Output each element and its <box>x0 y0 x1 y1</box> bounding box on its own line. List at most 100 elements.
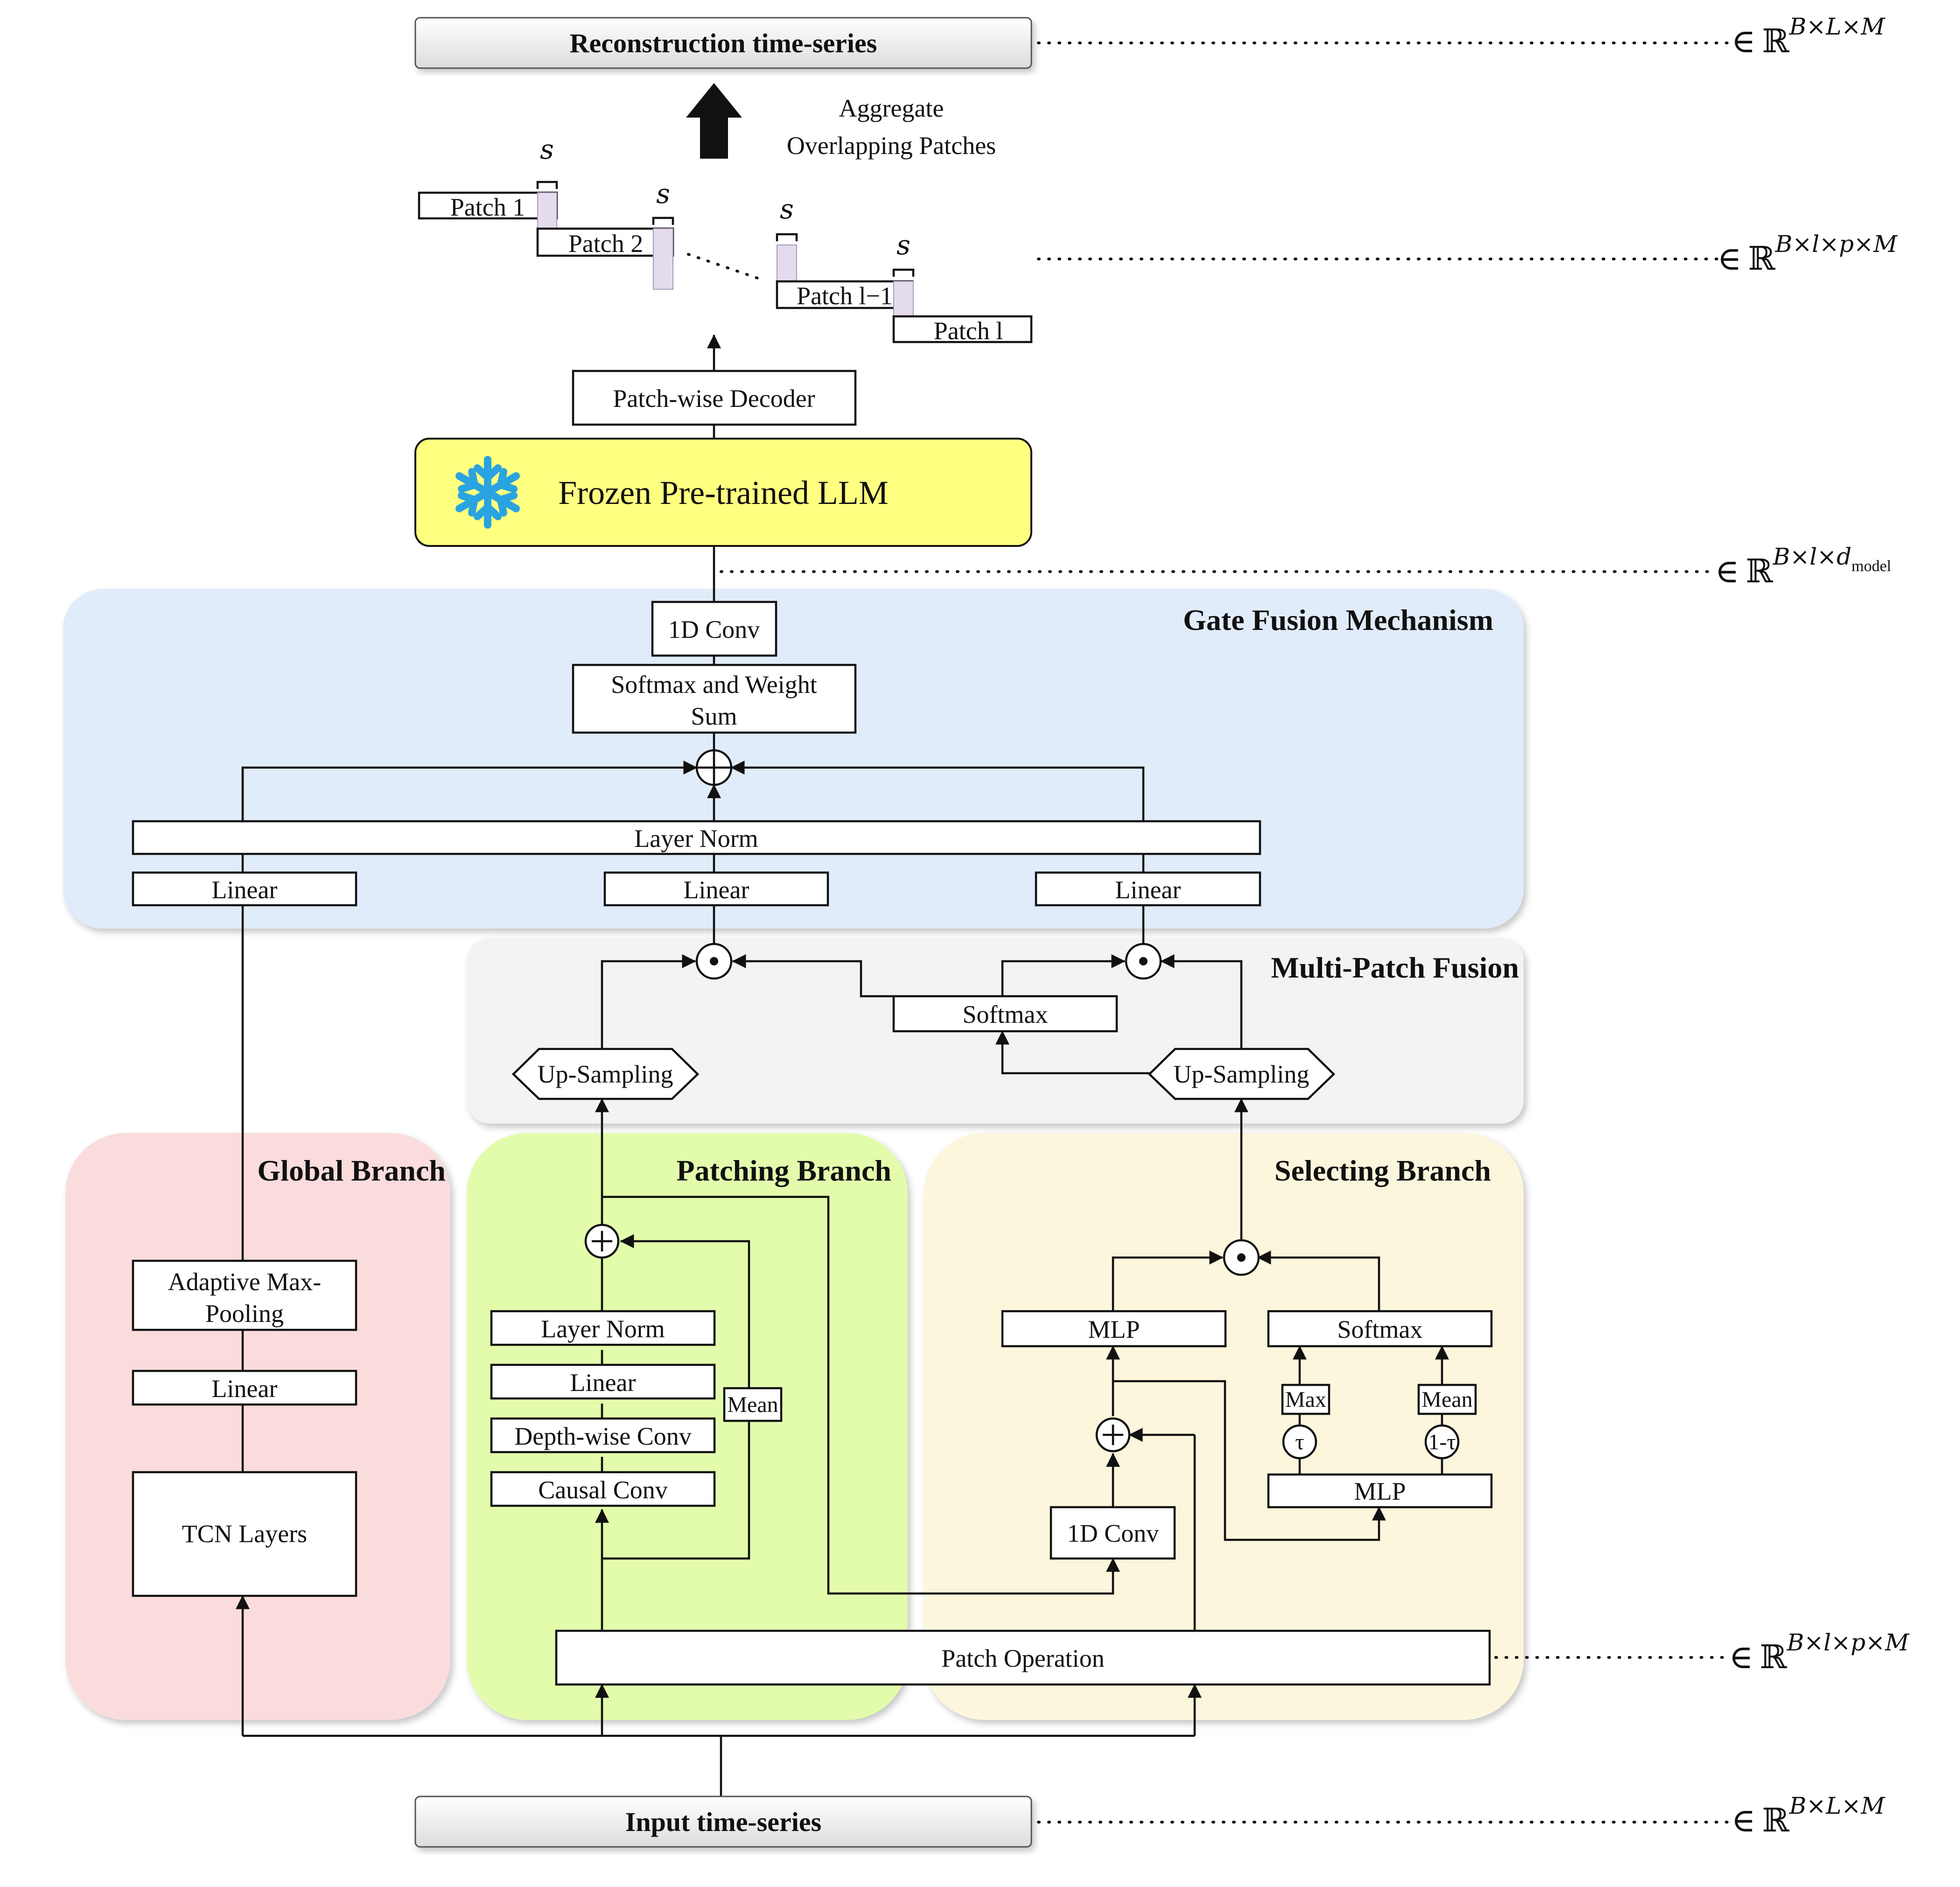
llm-label: Frozen Pre-trained LLM <box>558 474 889 511</box>
gate-linear-right-label: Linear <box>1115 876 1181 904</box>
input-box <box>414 1796 1032 1848</box>
selecting-mlp-top-box <box>1001 1310 1227 1348</box>
one-minus-tau-node <box>1424 1424 1460 1460</box>
patch-2-label: Patch 2 <box>568 230 643 258</box>
patching-layer-norm-label: Layer Norm <box>541 1315 665 1343</box>
patching-mean-label: Mean <box>727 1392 778 1417</box>
selecting-mlp-bottom-box <box>1267 1473 1493 1509</box>
stride-symbol-4: s <box>896 229 910 261</box>
upsampling-right-label: Up-Sampling <box>1174 1060 1309 1088</box>
patch-l-label: Patch l <box>934 317 1003 345</box>
stride-symbol-3: s <box>780 193 794 225</box>
selecting-branch-title: Selecting Branch <box>1274 1154 1491 1187</box>
gate-conv-box <box>651 601 777 657</box>
patching-add-icon <box>584 1223 620 1259</box>
multiply-left-icon <box>695 943 733 980</box>
stride-bracket-1 <box>536 181 558 189</box>
depthwise-conv-label: Depth-wise Conv <box>514 1422 691 1450</box>
tcn-label: TCN Layers <box>182 1520 307 1548</box>
selecting-multiply-icon <box>1223 1239 1260 1276</box>
upsampling-left-label: Up-Sampling <box>538 1060 673 1088</box>
reconstruction-label: Reconstruction time-series <box>570 28 877 58</box>
selecting-max-label: Max <box>1285 1387 1326 1412</box>
input-label: Input time-series <box>625 1807 821 1837</box>
global-branch-title: Global Branch <box>257 1154 446 1187</box>
patch-decoder-label: Patch-wise Decoder <box>613 384 815 412</box>
patch-decoder-box <box>572 370 857 426</box>
stride-symbol-1: s <box>540 133 554 165</box>
patching-mean-box <box>723 1387 783 1422</box>
stride-symbol-2: s <box>656 178 670 210</box>
patching-linear-label: Linear <box>570 1369 636 1397</box>
softmax-weight-label-1: Softmax and Weight <box>611 671 817 699</box>
gate-layer-norm-label: Layer Norm <box>634 825 758 853</box>
upsampling-right-box <box>1148 1048 1336 1100</box>
patch-l-minus-1-label: Patch l−1 <box>797 282 893 310</box>
patching-layer-norm-box <box>490 1310 716 1346</box>
aggregate-arrow-icon <box>686 83 742 159</box>
selecting-conv-box <box>1050 1506 1176 1560</box>
shape-annotations: ∈ℝB×L×M ∈ℝB×l×p×M ∈ℝB×l×dmodel ∈ℝB×l×p×M… <box>720 13 1910 1839</box>
selecting-branch-panel <box>924 1133 1524 1720</box>
tau-label: τ <box>1295 1430 1304 1454</box>
llm-box <box>414 438 1032 547</box>
shape-reconstruction: ∈ℝB×L×M <box>1731 13 1886 60</box>
tau-node <box>1282 1424 1317 1460</box>
gate-linear-left-label: Linear <box>212 876 278 904</box>
stride-bracket-3 <box>776 233 798 241</box>
shape-model-dim: ∈ℝB×l×dmodel <box>1715 543 1891 590</box>
shape-patches-output: ∈ℝB×l×p×M <box>1717 231 1898 277</box>
one-minus-tau-label: 1-τ <box>1428 1430 1456 1454</box>
selecting-mlp-top-label: MLP <box>1088 1315 1140 1343</box>
selecting-mean-box <box>1417 1384 1477 1415</box>
aggregate-label-1: Aggregate <box>839 94 944 122</box>
shape-patches-input: ∈ℝB×l×p×M <box>1729 1629 1910 1676</box>
stride-bracket-2 <box>652 217 674 225</box>
patch-l-minus-1-box <box>776 280 914 309</box>
gate-fusion-title: Gate Fusion Mechanism <box>1183 603 1493 636</box>
adaptive-pool-label-2: Pooling <box>205 1300 284 1328</box>
gate-layer-norm-box <box>132 820 1261 855</box>
causal-conv-box <box>490 1471 716 1507</box>
gate-linear-middle-box <box>603 871 829 907</box>
mpf-softmax-label: Softmax <box>963 1000 1048 1028</box>
patch-2-overlap <box>653 228 673 290</box>
gate-linear-right-box <box>1035 871 1261 907</box>
patch-l-box <box>892 315 1033 343</box>
softmax-weight-label-2: Sum <box>691 702 737 730</box>
mpf-softmax-box <box>892 995 1118 1033</box>
patching-branch-title: Patching Branch <box>677 1154 891 1187</box>
global-linear-box <box>132 1370 357 1406</box>
stride-bracket-4 <box>892 268 915 277</box>
global-branch-panel <box>65 1133 450 1720</box>
multi-patch-fusion-title: Multi-Patch Fusion <box>1271 951 1519 984</box>
patching-linear-box <box>490 1363 716 1400</box>
gate-linear-middle-label: Linear <box>684 876 749 904</box>
adaptive-pool-box <box>132 1259 357 1331</box>
gate-sum-icon <box>695 749 733 786</box>
snowflake-icon <box>455 456 520 529</box>
selecting-conv-label: 1D Conv <box>1067 1519 1159 1547</box>
selecting-add-icon <box>1095 1417 1131 1453</box>
causal-conv-label: Causal Conv <box>538 1476 668 1504</box>
depthwise-conv-box <box>490 1417 716 1454</box>
tcn-box <box>132 1471 357 1597</box>
multiply-right-icon <box>1125 943 1162 980</box>
gate-conv-label: 1D Conv <box>668 615 760 643</box>
selecting-softmax-box <box>1267 1310 1493 1348</box>
patch-1-label: Patch 1 <box>450 193 525 221</box>
adaptive-pool-label-1: Adaptive Max- <box>168 1268 321 1296</box>
gate-linear-left-box <box>132 871 357 907</box>
softmax-weight-box <box>572 664 857 734</box>
selecting-softmax-label: Softmax <box>1337 1315 1423 1343</box>
patch-operation-box <box>555 1629 1491 1686</box>
global-linear-label: Linear <box>212 1375 278 1403</box>
reconstruction-box <box>414 17 1032 69</box>
selecting-mlp-bottom-label: MLP <box>1354 1477 1406 1505</box>
upsampling-left-box <box>511 1048 700 1100</box>
selecting-max-box <box>1281 1384 1330 1415</box>
patch-sequence: Patch 1 Patch 2 Patch l−1 Patch l s s s … <box>418 133 1033 345</box>
shape-input: ∈ℝB×L×M <box>1731 1792 1886 1839</box>
patch-operation-label: Patch Operation <box>941 1644 1104 1672</box>
